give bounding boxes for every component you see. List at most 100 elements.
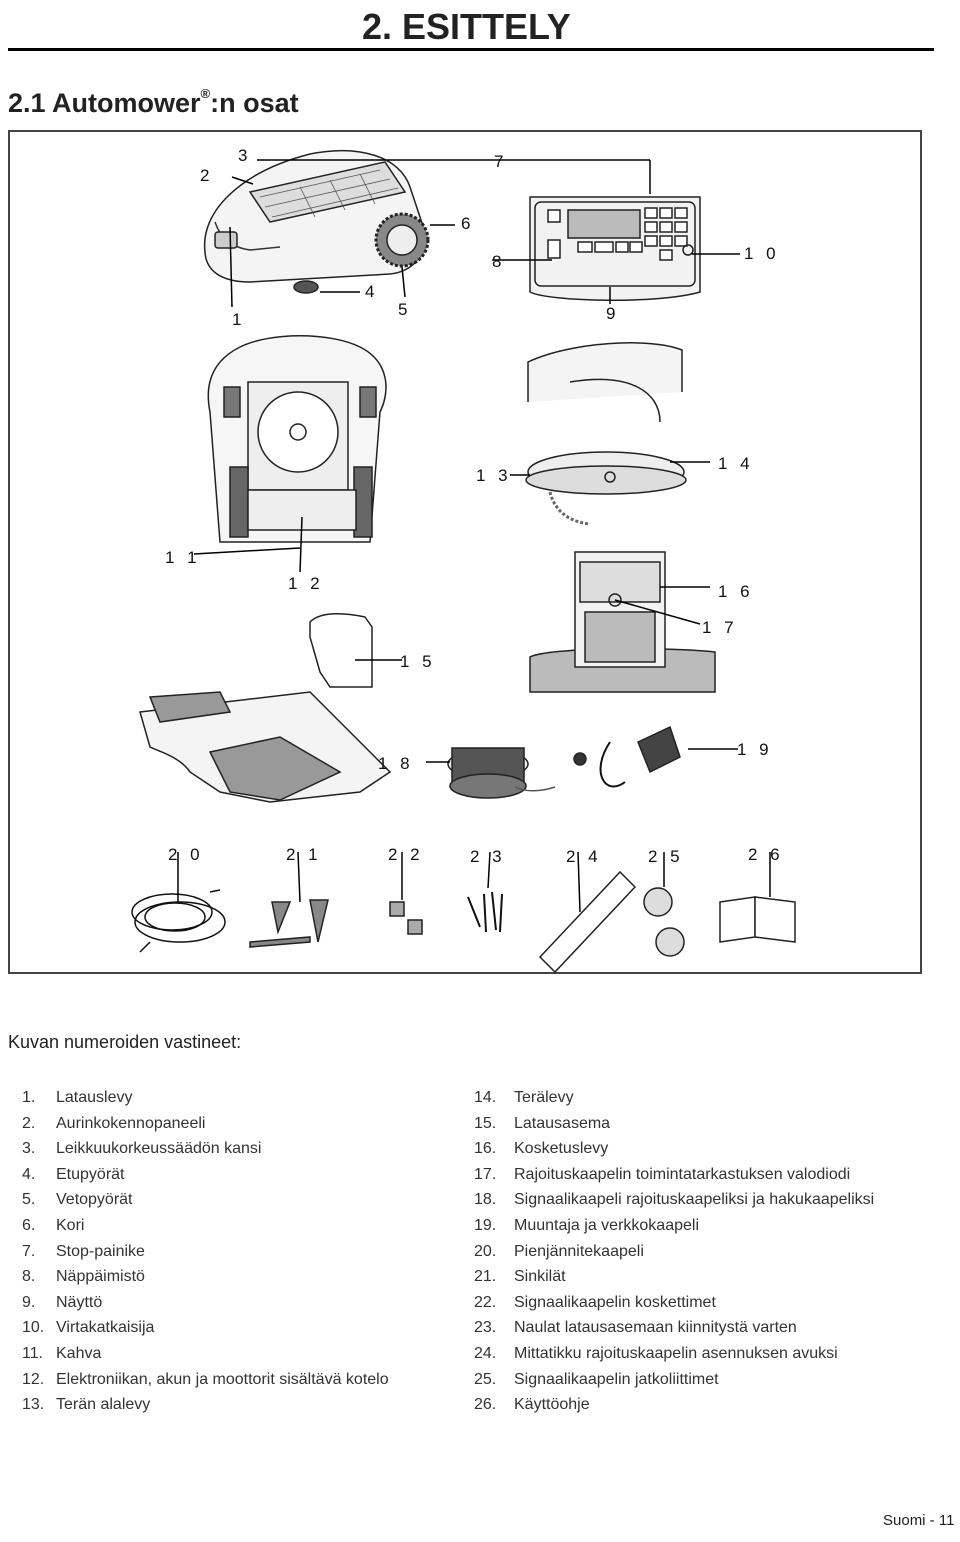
callout-7: 7: [494, 152, 508, 171]
legend-item-number: 19.: [474, 1216, 497, 1234]
legend-item-number: 3.: [22, 1140, 36, 1158]
legend-item: 10. Virtakatkaisija: [8, 1315, 453, 1341]
callout-20: 2 0: [168, 845, 204, 864]
callout-5: 5: [398, 300, 412, 319]
callout-13: 1 3: [476, 466, 512, 485]
callout-26: 2 6: [748, 845, 784, 864]
legend-item-text: Käyttöohje: [514, 1396, 590, 1414]
legend-item: 14.Terälevy: [474, 1085, 914, 1111]
legend-item-text: Terän alalevy: [56, 1396, 151, 1414]
legend-item: 1. Latauslevy: [8, 1085, 453, 1111]
legend-item-number: 1.: [22, 1089, 36, 1106]
legend-item-text: Näppäimistö: [56, 1268, 145, 1286]
page-number: Suomi - 11: [883, 1512, 955, 1529]
connectors-illustration: [389, 852, 423, 935]
callout-11: 1 1: [165, 548, 201, 567]
legend-item: 15.Latausasema: [474, 1111, 914, 1137]
legend-item: 8. Näppäimistö: [8, 1264, 453, 1290]
legend-item-number: 6.: [22, 1216, 36, 1234]
legend-list-left: 1. Latauslevy 2.Aurinkokennopaneeli 3. Leikk…: [8, 1085, 453, 1418]
legend-item: 6. Kori: [8, 1213, 453, 1239]
callout-12: 1 2: [288, 574, 324, 593]
legend-item-text: Signaalikaapelin jatkoliittimet: [514, 1370, 719, 1388]
measuring-stick-illustration: [538, 851, 637, 974]
legend-heading: Kuvan numeroiden vastineet:: [8, 1032, 242, 1052]
header-rule: [8, 48, 934, 51]
legend-item: 2.Aurinkokennopaneeli: [8, 1111, 453, 1137]
legend-item: 22.Signaalikaapelin koskettimet: [474, 1290, 914, 1316]
callout-25: 2 5: [648, 847, 684, 866]
callout-18: 1 8: [378, 754, 414, 773]
legend-item-number: 17.: [474, 1165, 497, 1183]
spool-illustration: [426, 747, 556, 799]
legend-item: 3. Leikkuukorkeussäädön kansi: [8, 1136, 453, 1162]
legend-item-number: 4.: [22, 1165, 36, 1183]
legend-item-text: Stop-painike: [56, 1242, 145, 1260]
legend-item-number: 2.: [22, 1114, 36, 1132]
legend-item: 7. Stop-painike: [8, 1239, 453, 1265]
callout-15: 1 5: [400, 652, 436, 671]
legend-item-text: Terälevy: [514, 1089, 574, 1106]
legend-item: 12. Elektroniikan, akun ja moottorit sisä…: [8, 1367, 453, 1393]
legend-item-number: 21.: [474, 1268, 497, 1286]
legend-item-number: 13.: [22, 1396, 45, 1414]
legend-item-number: 12.: [22, 1370, 45, 1388]
legend-item: 17. Rajoituskaapelin toimintatarkastuksen…: [474, 1162, 914, 1188]
legend-item-number: 7.: [22, 1242, 36, 1260]
legend-item-text: Virtakatkaisija: [56, 1319, 155, 1337]
legend-item: 16. Kosketuslevy: [474, 1136, 914, 1162]
legend-item: 26. Käyttöohje: [474, 1392, 914, 1418]
callout-1: 1: [232, 310, 246, 329]
nails-illustration: [467, 851, 503, 933]
legend-item-text: Rajoituskaapelin toimintatarkastuksen va…: [514, 1165, 851, 1183]
legend-item: 20.Pienjännitekaapeli: [474, 1239, 914, 1265]
legend-item-text: Kosketuslevy: [514, 1140, 609, 1158]
legend-item-number: 16.: [474, 1140, 497, 1158]
keypad-illustration: [492, 159, 740, 304]
legend-item: 24.Mittatikku rajoituskaapelin asennukse…: [474, 1341, 914, 1367]
legend-item-number: 25.: [474, 1370, 497, 1388]
parts-figure: 1 2 3 4 5 6 7 8 9 1 0 1 1 1 2 1 3 1 4 1 …: [8, 130, 922, 974]
callout-14: 1 4: [718, 454, 754, 473]
callout-17: 1 7: [702, 618, 738, 637]
callout-8: 8: [492, 252, 506, 271]
legend-item-text: Latauslevy: [56, 1089, 133, 1106]
pegs-illustration: [249, 851, 329, 948]
parts-illustration: [131, 149, 796, 974]
callout-2: 2: [200, 166, 214, 185]
legend-item-number: 11.: [22, 1344, 44, 1362]
callout-10: 1 0: [744, 244, 780, 263]
legend-item-number: 18.: [474, 1191, 497, 1209]
charging-contact-illustration: [529, 551, 716, 693]
callout-24: 2 4: [566, 847, 602, 866]
callout-9: 9: [606, 304, 620, 323]
legend-item: 5.Vetopyörät: [8, 1187, 453, 1213]
legend-item-text: Elektroniikan, akun ja moottorit sisältä…: [56, 1370, 389, 1388]
section-title: 2.1 Automower®:n osat: [8, 86, 299, 118]
callout-4: 4: [365, 282, 379, 301]
legend-item-text: Leikkuukorkeussäädön kansi: [56, 1140, 262, 1158]
legend-item-text: Kori: [56, 1216, 85, 1234]
legend-item-number: 22.: [474, 1293, 497, 1311]
legend-item-text: Mittatikku rajoituskaapelin asennuksen a…: [514, 1344, 838, 1362]
callout-6: 6: [461, 214, 475, 233]
legend-item-number: 8.: [22, 1268, 36, 1286]
legend-item-text: Vetopyörät: [56, 1191, 133, 1209]
legend-item-number: 10.: [22, 1319, 45, 1337]
callout-3: 3: [238, 146, 252, 165]
legend-item-text: Muuntaja ja verkkokaapeli: [514, 1216, 699, 1234]
legend-item: 23.Naulat latausasemaan kiinnitystä vart…: [474, 1315, 914, 1341]
legend-item-text: Kahva: [56, 1344, 102, 1362]
legend-item-text: Etupyörät: [56, 1165, 125, 1183]
legend-item-number: 26.: [474, 1396, 497, 1414]
legend-item: 11. Kahva: [8, 1341, 453, 1367]
transformer-illustration: [573, 725, 738, 788]
low-voltage-cable-illustration: [131, 852, 226, 953]
legend-item-text: Naulat latausasemaan kiinnitystä varten: [514, 1319, 797, 1337]
legend-item-number: 9.: [22, 1293, 36, 1311]
callout-23: 2 3: [470, 847, 506, 866]
callout-16: 1 6: [718, 582, 754, 601]
legend-item: 4. Etupyörät: [8, 1162, 453, 1188]
legend-item-number: 15.: [474, 1114, 497, 1132]
legend-item: 18.Signaalikaapeli rajoituskaapeliksi ja…: [474, 1187, 914, 1213]
